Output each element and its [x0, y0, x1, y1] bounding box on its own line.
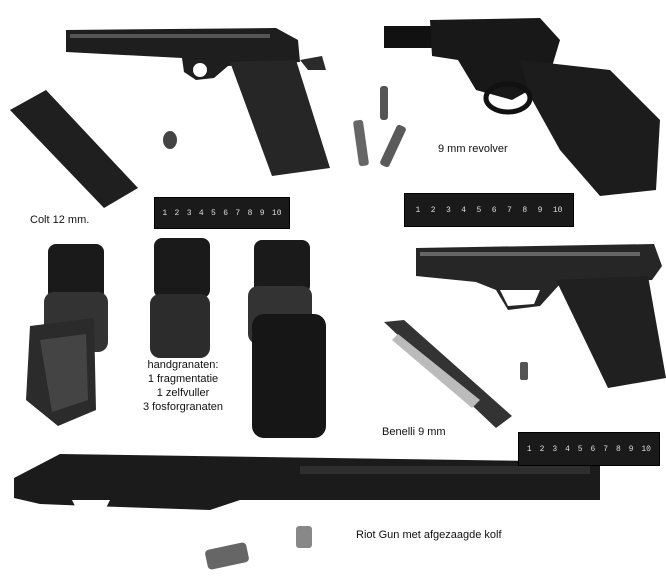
caption-grenades: handgranaten: 1 fragmentatie 1 zelfvulle… — [118, 358, 248, 414]
ruler-label: 10 — [552, 205, 563, 215]
benelli-cartridge — [520, 362, 528, 380]
ruler-label: 9 — [259, 208, 265, 218]
ruler-label: 6 — [491, 205, 497, 215]
ruler-label: 9 — [628, 444, 634, 454]
colt-cartridge — [163, 131, 177, 149]
ruler-label: 3 — [552, 444, 558, 454]
caption-colt: Colt 12 mm. — [30, 214, 90, 226]
grenades — [26, 238, 326, 438]
grenades-line: 3 fosforgranaten — [142, 401, 224, 413]
ruler-label: 2 — [539, 444, 545, 454]
ruler-label: 9 — [537, 205, 543, 215]
ruler-label: 7 — [235, 208, 241, 218]
ruler-label: 4 — [565, 444, 570, 454]
ruler-label: 7 — [507, 205, 512, 215]
caption-riot-gun: Riot Gun met afgezaagde kolf — [356, 529, 502, 541]
ruler-label: 1 — [162, 208, 168, 218]
caption-benelli: Benelli 9 mm — [382, 426, 446, 438]
ruler-label: 2 — [430, 205, 436, 215]
grenades-line: 1 zelfvuller — [156, 387, 210, 399]
ruler-label: 8 — [522, 205, 528, 215]
ruler-label: 6 — [223, 208, 229, 218]
ruler-label: 4 — [198, 208, 204, 218]
grenades-line: 1 fragmentatie — [147, 373, 219, 385]
colt-pistol — [66, 28, 330, 176]
benelli-pistol — [416, 244, 666, 388]
caption-revolver: 9 mm revolver — [438, 143, 508, 155]
benelli-magazine — [384, 320, 512, 428]
ruler-label: 8 — [247, 208, 253, 218]
revolver-cartridges — [353, 86, 406, 168]
colt-magazine — [10, 90, 138, 208]
ruler-label: 8 — [615, 444, 621, 454]
ruler-label: 10 — [641, 444, 651, 454]
grenades-heading: handgranaten: — [147, 359, 219, 371]
revolver — [384, 18, 660, 196]
ruler-label: 5 — [577, 444, 583, 454]
ruler-label: 3 — [445, 205, 451, 215]
ruler-label: 3 — [186, 208, 192, 218]
ruler-label: 1 — [415, 205, 421, 215]
ruler-label: 5 — [476, 205, 482, 215]
ruler-label: 10 — [271, 208, 282, 218]
ruler-label: 5 — [211, 208, 216, 218]
ruler-label: 6 — [590, 444, 596, 454]
shotgun-shells — [205, 526, 312, 570]
ruler-label: 7 — [603, 444, 609, 454]
riot-gun — [14, 454, 600, 512]
ruler-label: 2 — [174, 208, 180, 218]
ruler-label: 4 — [461, 205, 467, 215]
ruler-label: 1 — [526, 444, 532, 454]
